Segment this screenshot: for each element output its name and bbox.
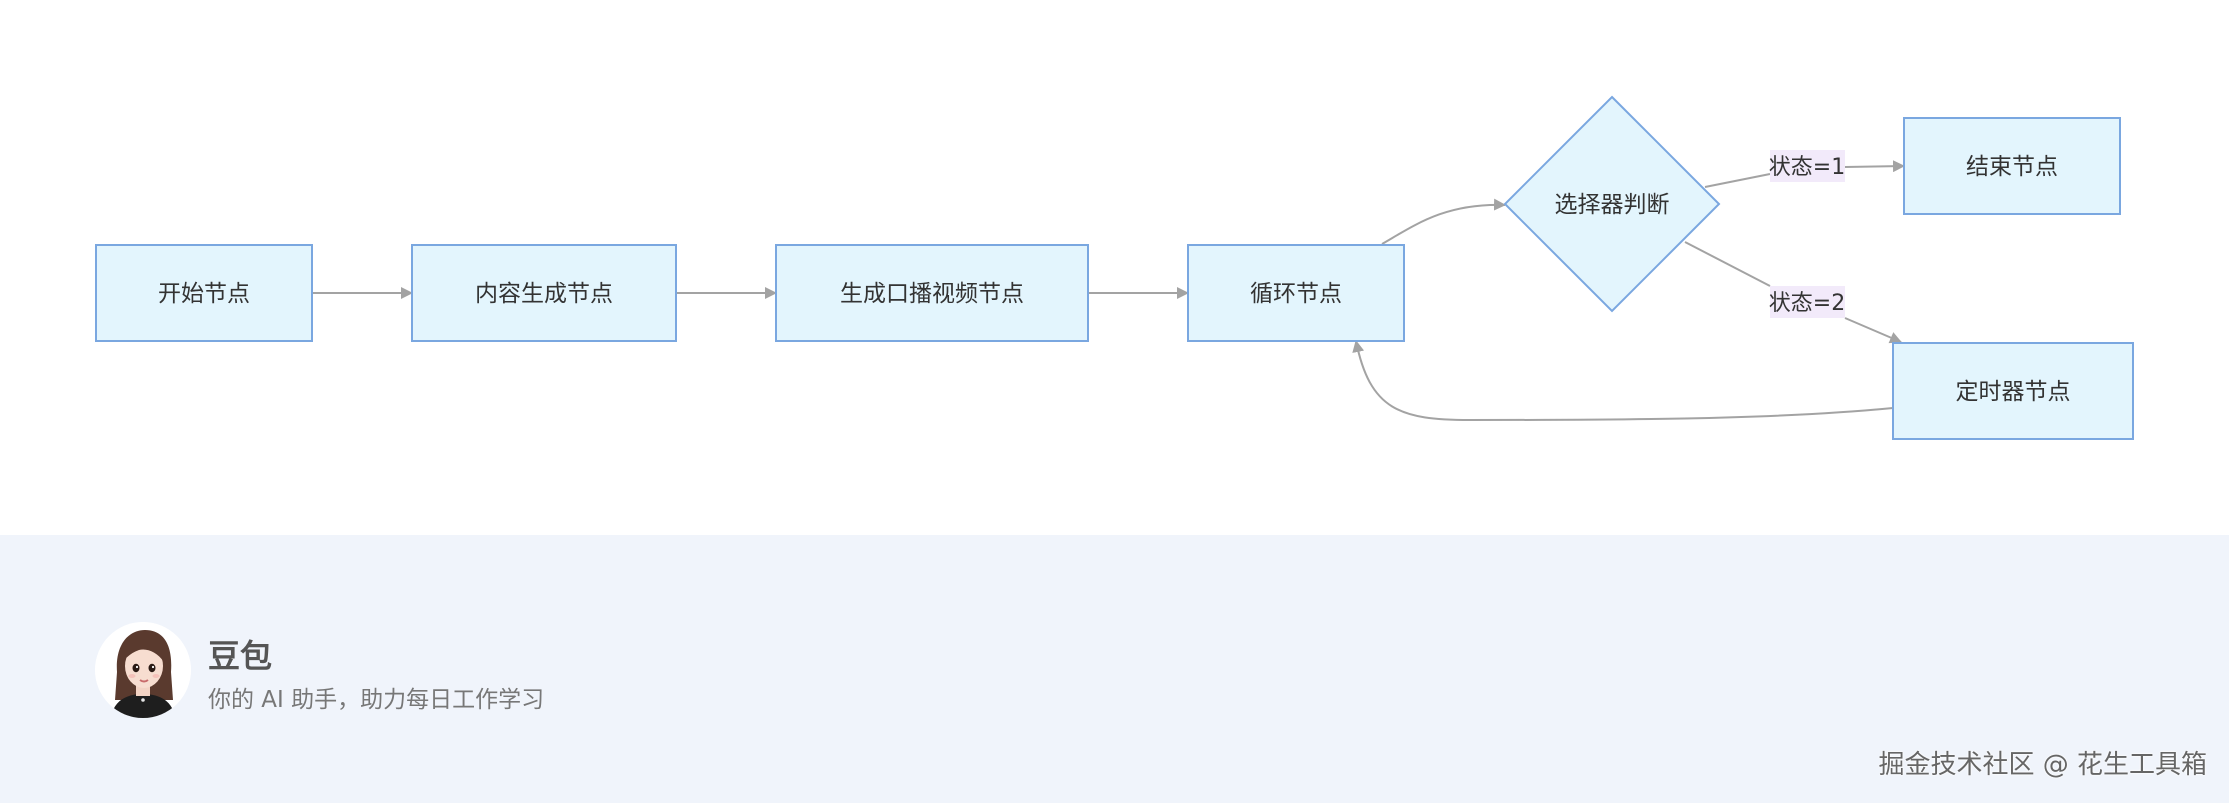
watermark-text: 掘金技术社区 @ 花生工具箱	[1878, 750, 2207, 780]
flowchart-area: 状态=1 状态=2 开始节点 内容生成节点 生成口播视频节点 循环节点 选择器判…	[95, 95, 2134, 440]
svg-text:内容生成节点: 内容生成节点	[475, 281, 613, 307]
node-loop[interactable]: 循环节点	[1187, 244, 1405, 342]
avatar	[95, 622, 191, 718]
node-start[interactable]: 开始节点	[95, 244, 313, 342]
edge-selector-to-end	[1704, 166, 1904, 188]
edge-loop-to-selector	[1381, 198, 1506, 245]
svg-text:结束节点: 结束节点	[1966, 154, 2058, 180]
svg-text:生成口播视频节点: 生成口播视频节点	[840, 281, 1024, 307]
svg-text:状态=1: 状态=1	[1769, 155, 1845, 180]
edge-label-state2: 状态=2	[1769, 286, 1845, 318]
node-timer[interactable]: 定时器节点	[1892, 342, 2134, 440]
svg-text:开始节点: 开始节点	[158, 281, 250, 307]
svg-text:选择器判断: 选择器判断	[1555, 192, 1670, 218]
node-content-gen[interactable]: 内容生成节点	[411, 244, 677, 342]
svg-text:状态=2: 状态=2	[1769, 291, 1845, 316]
avatar-girl-icon	[95, 622, 191, 718]
edge-label-state1: 状态=1	[1769, 150, 1845, 182]
node-end[interactable]: 结束节点	[1903, 117, 2121, 215]
brand-title: 豆包	[208, 637, 273, 675]
footer-banner: 豆包 你的 AI 助手，助力每日工作学习 掘金技术社区 @ 花生工具箱	[0, 535, 2229, 803]
node-selector[interactable]: 选择器判断	[1503, 95, 1721, 313]
edge-timer-to-loop	[1352, 340, 1894, 422]
svg-text:循环节点: 循环节点	[1250, 281, 1342, 307]
edge-selector-to-timer	[1684, 241, 1901, 342]
flowchart-canvas: 状态=1 状态=2 开始节点 内容生成节点 生成口播视频节点 循环节点 选择器判…	[95, 95, 2134, 440]
brand-subtitle: 你的 AI 助手，助力每日工作学习	[208, 687, 545, 713]
svg-text:定时器节点: 定时器节点	[1956, 379, 2071, 405]
node-video-gen[interactable]: 生成口播视频节点	[775, 244, 1089, 342]
